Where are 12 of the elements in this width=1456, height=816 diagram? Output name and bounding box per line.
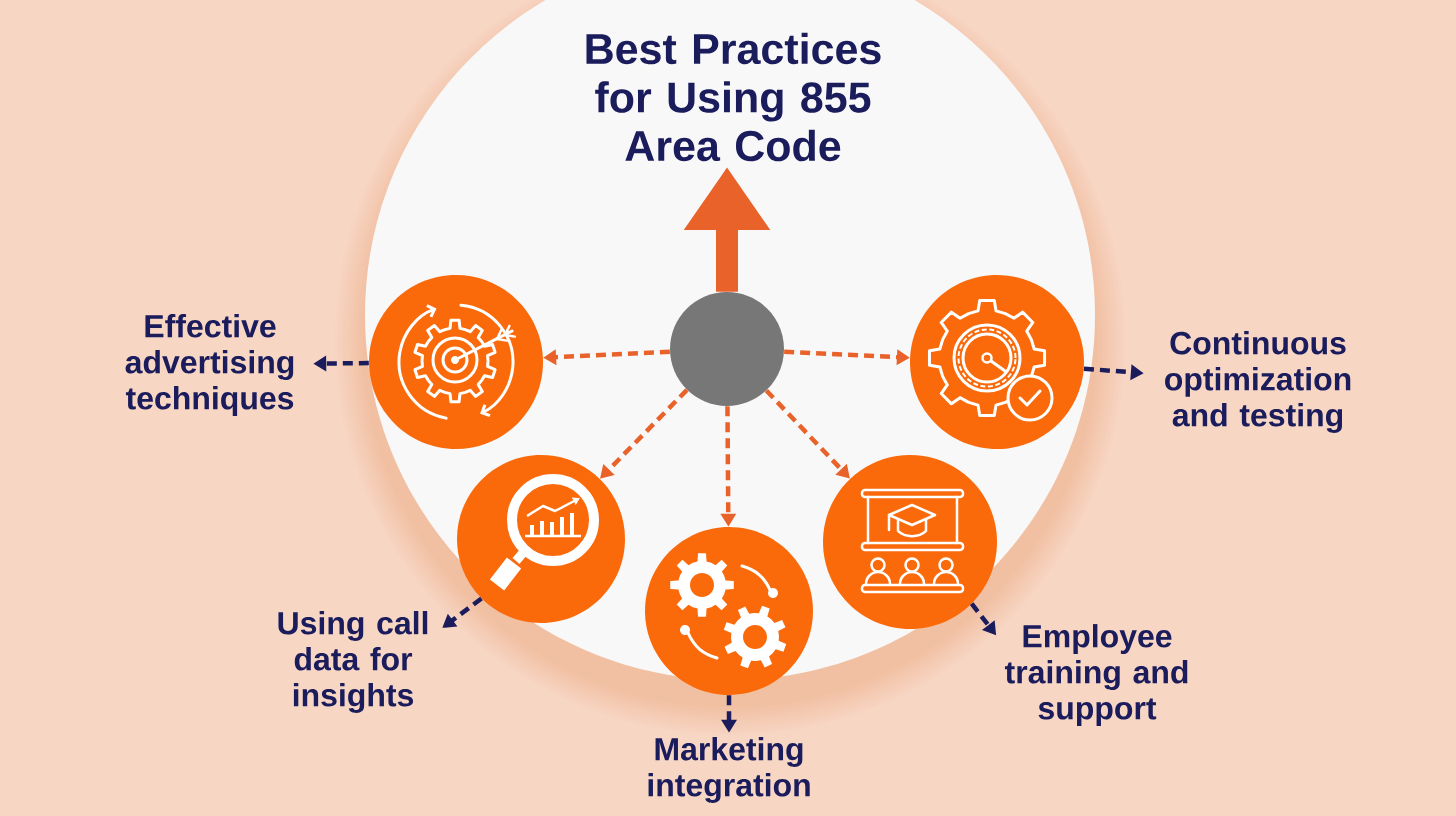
title: Best Practices for Using 855 Area Code <box>586 32 881 162</box>
label: Employee training and support <box>1004 624 1188 726</box>
label: Continuous optimization and testing <box>1165 331 1351 433</box>
icon-circle <box>369 275 543 449</box>
label: Marketing integration <box>648 737 810 803</box>
icon-circle <box>457 455 625 623</box>
icon-circle <box>823 455 997 629</box>
label: Using call data for insights <box>278 611 428 713</box>
label: Effective advertising techniques <box>125 314 294 416</box>
hub-circle <box>670 292 784 406</box>
icon-circle <box>910 275 1084 449</box>
dashed-arrow <box>600 388 689 479</box>
